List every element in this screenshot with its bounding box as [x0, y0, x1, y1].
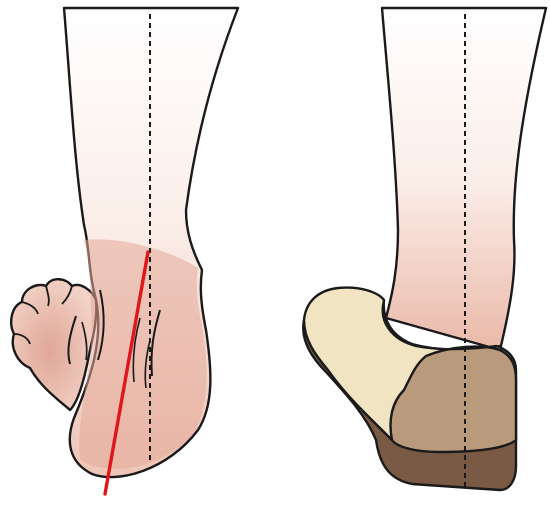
- heel-axis-line: [103, 250, 150, 496]
- toe-crease-3: [13, 333, 31, 345]
- tendon-line-2: [67, 315, 77, 365]
- shoe-heel-counter: [389, 345, 518, 454]
- left-foot-shading: [79, 239, 207, 469]
- tendon-line-5: [144, 339, 151, 389]
- toe-crease-2: [21, 301, 39, 315]
- toe-crease-4: [61, 285, 73, 305]
- right-panel-shod-foot: [302, 6, 548, 492]
- shoe-collar: [381, 299, 501, 351]
- left-panel-bare-foot: [10, 6, 240, 496]
- tendon-line-1: [97, 289, 105, 361]
- tendon-line-4: [150, 309, 161, 377]
- tendon-line-6: [132, 317, 141, 383]
- toe-crease-1: [45, 285, 50, 307]
- tendon-line-3: [81, 321, 88, 361]
